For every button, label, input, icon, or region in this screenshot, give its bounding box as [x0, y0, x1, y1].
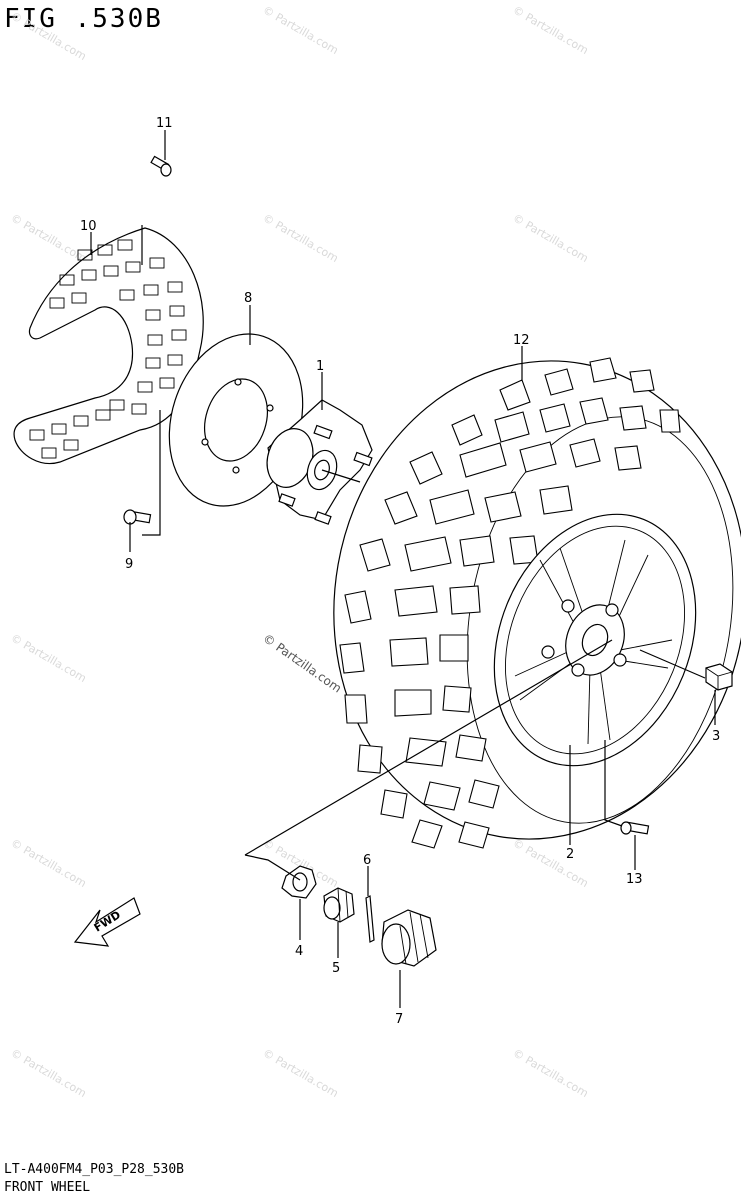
- cotter-pin: [365, 895, 375, 943]
- cover-bolt: [150, 155, 172, 177]
- watermark: © Partzilla.com: [261, 211, 341, 265]
- watermark: © Partzilla.com: [511, 1046, 591, 1100]
- watermark: © Partzilla.com: [9, 631, 89, 685]
- watermark: © Partzilla.com: [9, 836, 89, 890]
- section-name: FRONT WHEEL: [4, 1180, 91, 1195]
- watermark: © Partzilla.com: [9, 211, 89, 265]
- watermark: © Partzilla.com: [261, 1046, 341, 1100]
- fwd-arrow: FWD: [73, 897, 141, 947]
- callout-11: 11: [156, 116, 173, 131]
- front-wheel-hub: [266, 399, 373, 525]
- callout-6: 6: [363, 853, 371, 868]
- callout-4: 4: [295, 944, 303, 959]
- hub-cap: [381, 909, 437, 967]
- callout-8: 8: [244, 291, 252, 306]
- callout-3: 3: [712, 729, 720, 744]
- lock-washer: [281, 865, 317, 899]
- watermark: © Partzilla.com: [511, 211, 591, 265]
- callout-7: 7: [395, 1012, 403, 1027]
- watermark: © Partzilla.com: [511, 836, 591, 890]
- disc-cover: [13, 227, 204, 464]
- center-watermark: © Partzilla.com: [260, 631, 344, 696]
- catalog-code: LT-A400FM4_P03_P28_530B: [4, 1162, 185, 1177]
- watermark: © Partzilla.com: [9, 9, 89, 63]
- callout-12: 12: [513, 333, 530, 348]
- valve: [620, 821, 650, 835]
- callout-2: 2: [566, 847, 574, 862]
- figure-title: FIG .530B: [4, 4, 163, 34]
- wheel-rim: [493, 513, 697, 767]
- callout-9: 9: [125, 557, 133, 572]
- callout-10: 10: [80, 219, 97, 234]
- watermark: © Partzilla.com: [261, 3, 341, 57]
- callout-5: 5: [332, 961, 340, 976]
- wheel-nut: [705, 663, 733, 691]
- watermark: © Partzilla.com: [511, 3, 591, 57]
- callout-labels: 1 2 3 4 5 6 7 8 9 10 11 12 13: [80, 116, 720, 1027]
- callout-1: 1: [316, 359, 324, 374]
- disc-bolt: [123, 509, 152, 525]
- hub-nut: [323, 887, 355, 923]
- watermark: © Partzilla.com: [9, 1046, 89, 1100]
- callout-13: 13: [626, 872, 643, 887]
- leader-lines: [90, 130, 716, 1008]
